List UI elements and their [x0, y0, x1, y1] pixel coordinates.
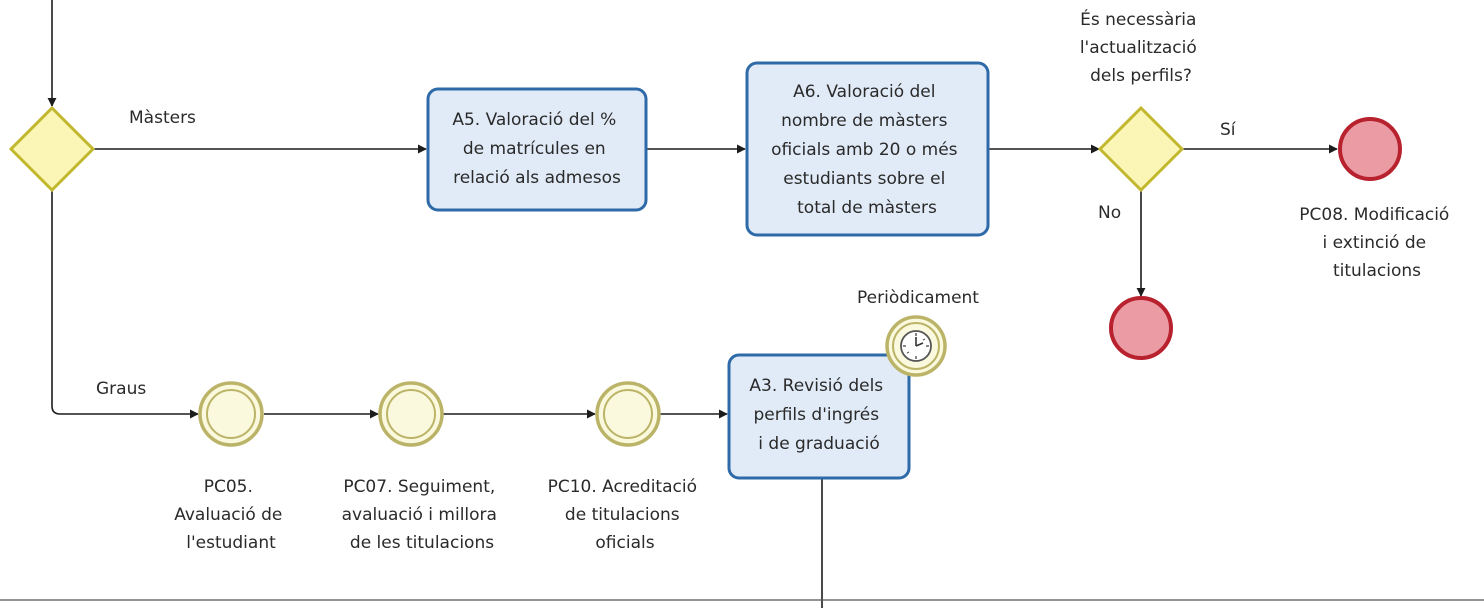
timer-label: Periòdicament	[857, 288, 979, 308]
flow-graus	[51, 190, 199, 419]
task-a6-text: A6. Valoració del nombre de màsters ofic…	[771, 82, 963, 218]
end-event-pc08[interactable]	[1338, 117, 1402, 181]
event-pc10-label: PC10. Acreditació de titulacions oficial…	[548, 477, 703, 553]
end-event-pc08-label: PC08. Modificació i extinció de titulaci…	[1299, 205, 1455, 281]
decision-question: És necessària l'actualització dels perfi…	[1080, 8, 1202, 86]
event-pc07-label: PC07. Seguiment, avaluació i millora de …	[342, 477, 503, 553]
event-pc05[interactable]	[198, 381, 264, 447]
task-a5[interactable]: A5. Valoració del % de matrícules en rel…	[426, 87, 648, 212]
label-no: No	[1098, 203, 1121, 223]
event-pc10[interactable]	[595, 381, 661, 447]
clock-icon	[900, 330, 932, 362]
task-a5-text: A5. Valoració del % de matrícules en rel…	[452, 110, 621, 188]
split-gateway[interactable]	[8, 105, 96, 193]
task-a3[interactable]: A3. Revisió dels perfils d'ingrés i de g…	[727, 353, 911, 480]
event-pc05-label: PC05. Avaluació de l'estudiant	[174, 477, 288, 553]
label-graus: Graus	[96, 379, 146, 399]
task-a3-text: A3. Revisió dels perfils d'ingrés i de g…	[749, 376, 888, 454]
timer-event[interactable]	[885, 315, 947, 377]
label-si: Sí	[1220, 120, 1237, 140]
task-a6[interactable]: A6. Valoració del nombre de màsters ofic…	[745, 61, 990, 237]
decision-gateway[interactable]	[1097, 105, 1185, 193]
event-pc07[interactable]	[378, 381, 444, 447]
label-masters: Màsters	[129, 108, 196, 128]
end-event-no[interactable]	[1109, 296, 1173, 360]
